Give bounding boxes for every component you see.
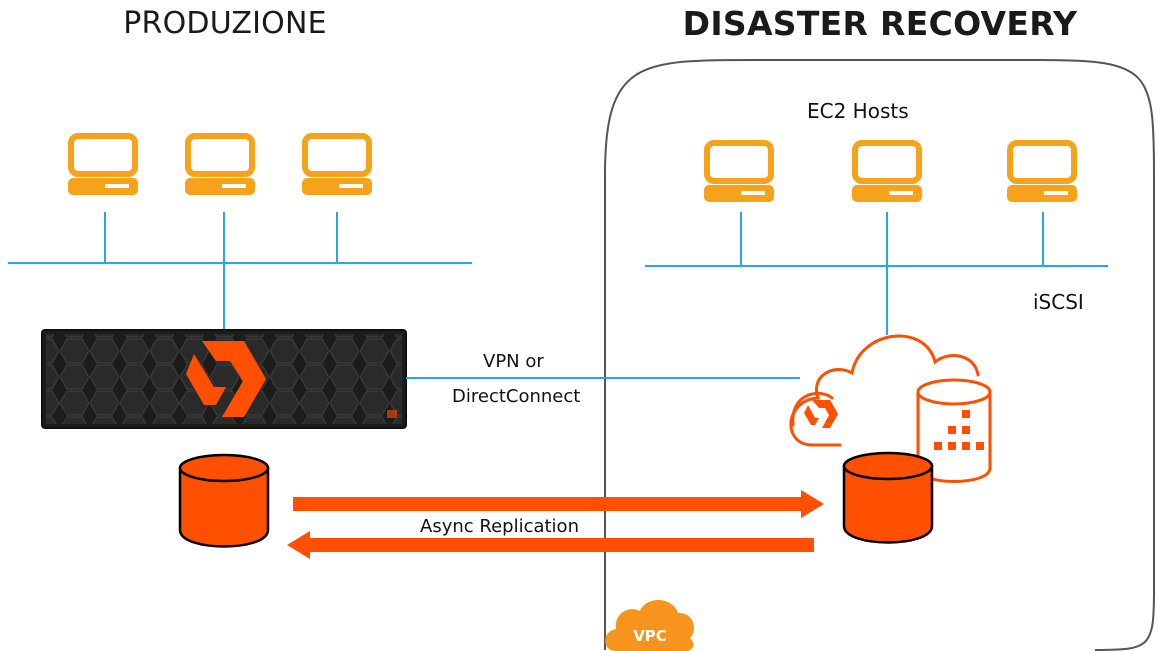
vpn-label: VPN or [483, 351, 544, 372]
dr-region-border [604, 59, 1155, 651]
iscsi-label: iSCSI [1033, 290, 1084, 314]
database-icon [178, 453, 270, 548]
cloud-icon [789, 334, 992, 483]
computer-icon [185, 136, 255, 195]
replication-arrow-back [287, 531, 814, 559]
disaster-recovery-title: DISASTER RECOVERY [682, 4, 1078, 43]
production-title: PRODUZIONE [123, 6, 327, 41]
database-icon [842, 451, 934, 544]
async-replication-label: Async Replication [420, 516, 579, 537]
computer-icon [302, 136, 372, 195]
computer-icon [1007, 143, 1077, 202]
vpc-cloud-icon: VPC [605, 599, 694, 651]
storage-array-icon [41, 329, 407, 429]
computer-icon [68, 136, 138, 195]
replication-arrow-forward [293, 490, 824, 518]
vpc-label: VPC [633, 627, 667, 645]
ec2-hosts-label: EC2 Hosts [807, 99, 909, 123]
computer-icon [704, 143, 774, 202]
pure-logo-icon [186, 341, 266, 417]
computer-icon [852, 143, 922, 202]
directconnect-label: DirectConnect [452, 386, 581, 407]
